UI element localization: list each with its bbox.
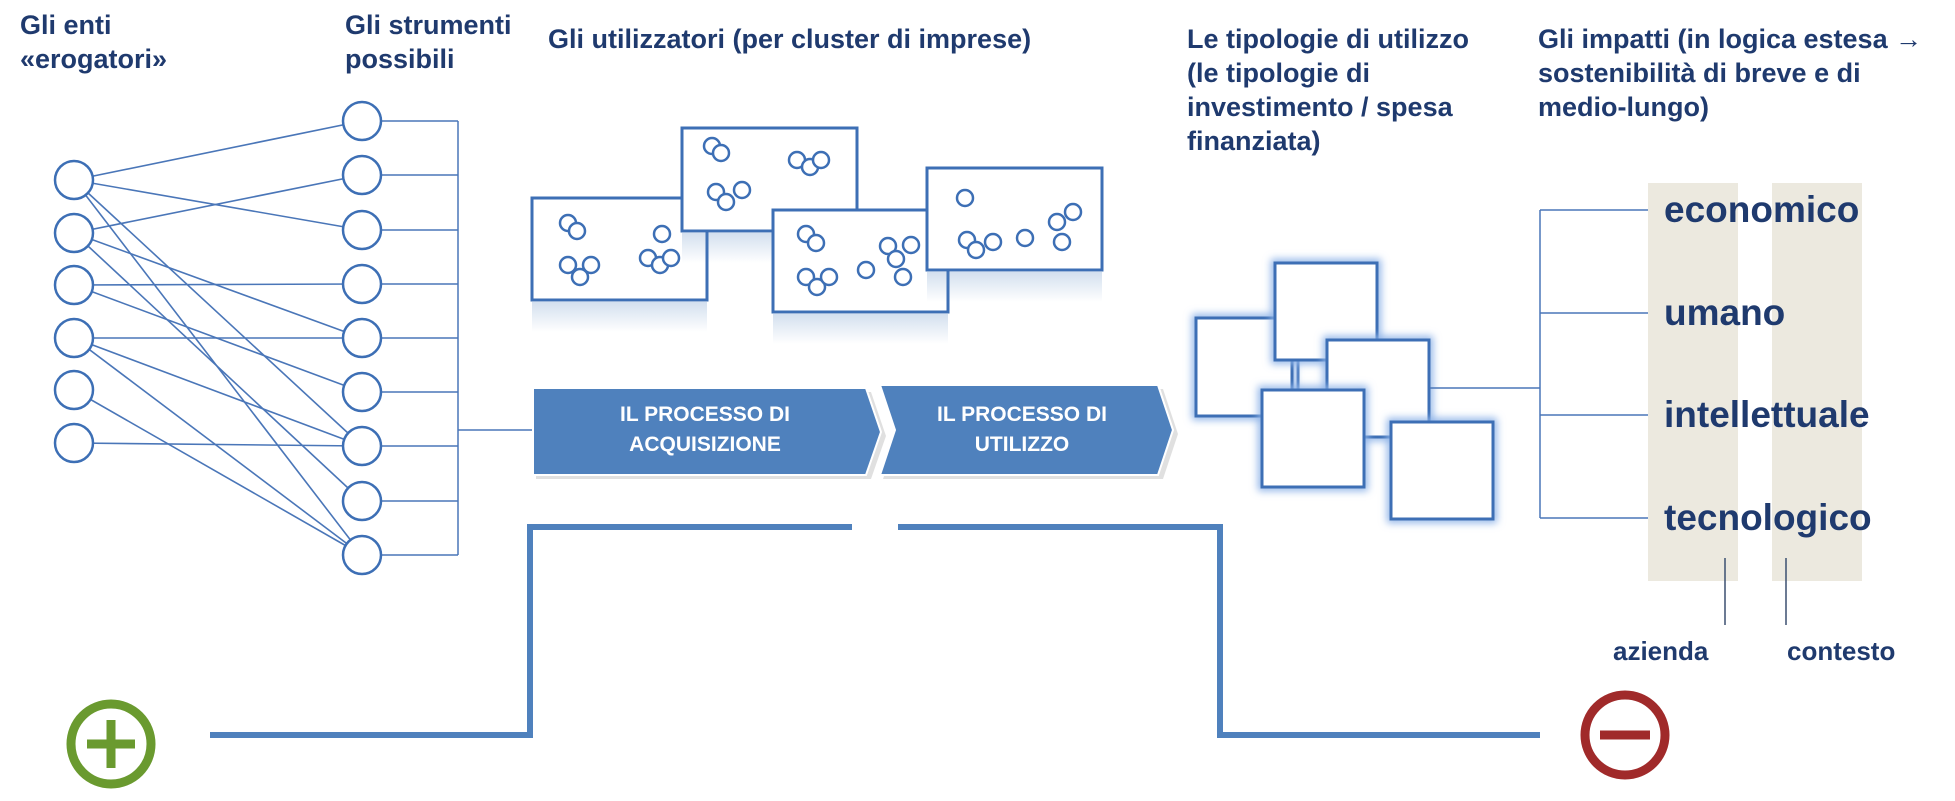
company-dot (567, 221, 587, 241)
company-dot (966, 240, 986, 260)
ente-node (53, 159, 95, 201)
strumento-node (341, 154, 383, 196)
strumenti-bracket (381, 120, 533, 556)
network-link (73, 179, 363, 447)
company-dot (558, 255, 578, 275)
company-dot (581, 255, 601, 275)
ente-node (53, 369, 95, 411)
cluster-box (771, 208, 950, 344)
company-dot (893, 267, 913, 287)
network-link (73, 337, 363, 556)
company-dot (886, 249, 906, 269)
strumento-node (341, 209, 383, 251)
header-enti: Gli enti «erogatori» (20, 10, 168, 74)
process-acquisizione-arrow: IL PROCESSO DI ACQUISIZIONE (532, 387, 886, 479)
header-utilizzatori: Gli utilizzatori (per cluster di imprese… (548, 24, 1032, 54)
strumento-node (341, 263, 383, 305)
enti-nodes (53, 159, 95, 464)
company-dot (1052, 232, 1072, 252)
ente-node (53, 212, 95, 254)
network-link (73, 442, 363, 447)
contesto-band (1772, 183, 1862, 581)
process-step-line (210, 524, 852, 738)
impact-tecnologico: tecnologico (1664, 497, 1872, 538)
company-dot (732, 180, 752, 200)
company-dot (983, 232, 1003, 252)
cluster-boxes (530, 126, 1104, 344)
header-impatti: Gli impatti (in logica estesa → sostenib… (1538, 24, 1923, 122)
strumento-node (341, 100, 383, 142)
plus-circle-icon (66, 699, 156, 789)
network-link (73, 120, 363, 181)
cluster-box (530, 196, 709, 332)
strumento-node (341, 534, 383, 576)
header-tipologie: Le tipologie di utilizzo (le tipologie d… (1187, 24, 1469, 156)
cluster-box (925, 166, 1104, 302)
impacts-bracket (1430, 209, 1648, 519)
company-dot (1047, 212, 1067, 232)
company-dot (901, 235, 921, 255)
ente-node (53, 317, 95, 359)
network-link (73, 179, 363, 231)
strumento-node (341, 317, 383, 359)
utilizzo-label-line1: IL PROCESSO DI (937, 403, 1107, 426)
company-dot (819, 267, 839, 287)
company-dot (661, 248, 681, 268)
network-link (73, 232, 363, 502)
scope-contesto: contesto (1787, 636, 1896, 666)
acquisizione-label-line2: ACQUISIZIONE (629, 433, 781, 456)
process-step-line-right (898, 524, 1540, 738)
network-link (73, 174, 363, 234)
company-dot (652, 224, 672, 244)
process-utilizzo-arrow: IL PROCESSO DI UTILIZZO (878, 384, 1178, 479)
network-link (73, 283, 363, 286)
company-dot (878, 236, 898, 256)
company-dot (806, 233, 826, 253)
company-dot (1063, 202, 1083, 222)
strumenti-nodes (341, 100, 383, 576)
company-dot (716, 192, 736, 212)
tipologia-square (1258, 386, 1368, 491)
company-dot (711, 143, 731, 163)
company-dot (856, 260, 876, 280)
acquisizione-label-line1: IL PROCESSO DI (620, 403, 790, 426)
network-link (73, 389, 363, 556)
company-dot (955, 188, 975, 208)
network-link (73, 337, 363, 447)
scope-azienda: azienda (1613, 636, 1709, 666)
tipologia-square (1387, 418, 1497, 523)
company-dot (807, 277, 827, 297)
network-link (73, 232, 363, 339)
utilizzo-label-line2: UTILIZZO (975, 433, 1069, 456)
ente-node (53, 264, 95, 306)
strumento-node (341, 425, 383, 467)
company-dot (811, 150, 831, 170)
azienda-band (1648, 183, 1738, 581)
strumento-node (341, 371, 383, 413)
header-strumenti: Gli strumenti possibili (345, 10, 512, 74)
ente-node (53, 422, 95, 464)
strumento-node (341, 480, 383, 522)
company-dot (1015, 228, 1035, 248)
network-lines (73, 120, 363, 556)
impact-intellettuale: intellettuale (1664, 394, 1870, 435)
impact-economico: economico (1664, 189, 1860, 230)
minus-circle-icon (1580, 690, 1670, 780)
impact-umano: umano (1664, 292, 1786, 333)
tipologie-squares (1192, 259, 1497, 523)
company-dot (570, 267, 590, 287)
